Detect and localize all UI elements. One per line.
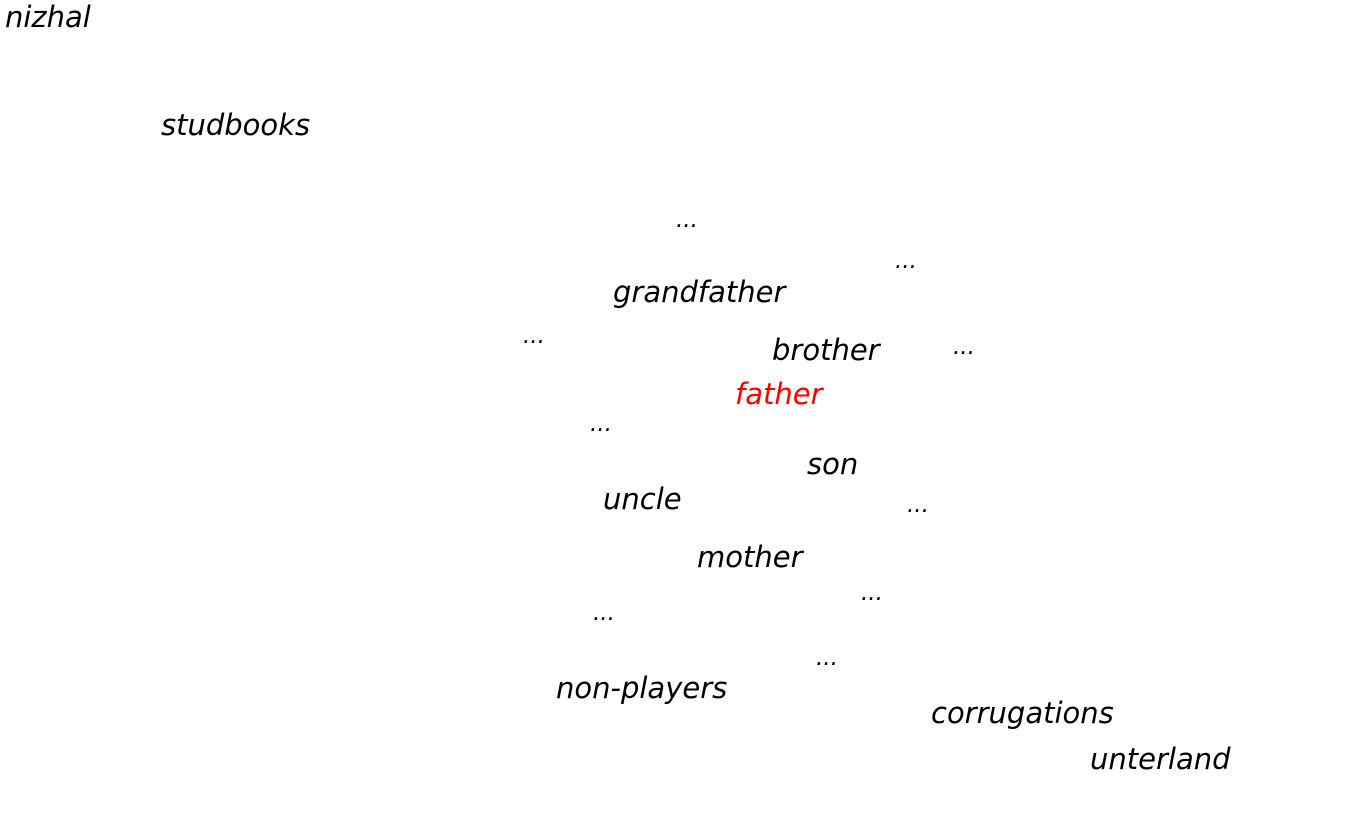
ellipsis-9: ... [816,645,838,671]
ellipsis-7: ... [861,580,883,606]
ellipsis-6: ... [907,492,929,518]
word-nizhal: nizhal [5,0,91,34]
word-non-players: non-players [556,671,728,705]
word-grandfather: grandfather [613,275,786,309]
word-father-highlighted: father [735,377,823,411]
word-studbooks: studbooks [161,108,311,142]
word-unterland: unterland [1090,742,1231,776]
ellipsis-5: ... [590,411,612,437]
ellipsis-2: ... [895,248,917,274]
ellipsis-1: ... [676,207,698,233]
ellipsis-4: ... [953,334,975,360]
word-uncle: uncle [603,482,682,516]
ellipsis-3: ... [523,323,545,349]
word-son: son [807,447,859,481]
ellipsis-8: ... [593,600,615,626]
word-brother: brother [772,333,880,367]
word-mother: mother [697,540,803,574]
word-corrugations: corrugations [931,696,1114,730]
